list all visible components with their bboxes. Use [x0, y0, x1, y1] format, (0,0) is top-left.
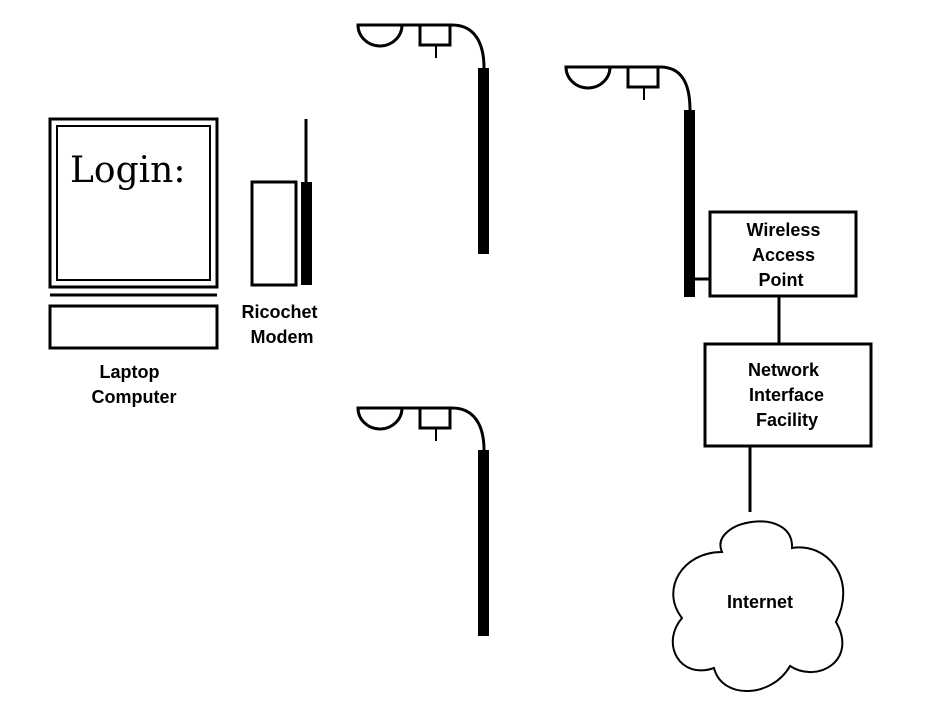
- pole-lamp: [564, 65, 612, 90]
- access-point-label-line-1: Wireless: [747, 220, 821, 240]
- laptop-computer: Login:: [48, 117, 219, 350]
- pole-radio-right: [564, 65, 695, 297]
- access-point-box: [708, 210, 858, 298]
- modem-antenna-base: [301, 182, 312, 285]
- modem-body: [250, 180, 298, 287]
- nif-label-line-1: Network: [748, 360, 820, 380]
- internet-label: Internet: [727, 592, 793, 612]
- laptop-label-line-1: Laptop: [99, 362, 159, 382]
- laptop-label: Laptop Computer: [92, 362, 177, 407]
- pole-radio-box: [626, 65, 660, 89]
- nif-label-line-2: Interface: [749, 385, 824, 405]
- network-interface-label: Network Interface Facility: [748, 360, 829, 430]
- pole-post: [478, 68, 489, 254]
- pole-post: [684, 110, 695, 297]
- pole-radio-box: [418, 23, 452, 47]
- pole-post: [478, 450, 489, 636]
- pole-curve: [451, 406, 486, 451]
- access-point-label-line-3: Point: [759, 270, 804, 290]
- ricochet-modem: [250, 119, 312, 287]
- laptop-screen-outer: [48, 117, 219, 289]
- access-point-label: Wireless Access Point: [747, 220, 826, 290]
- laptop-screen-inner: [56, 125, 211, 281]
- pole-curve: [451, 23, 486, 69]
- laptop-label-line-2: Computer: [92, 387, 177, 407]
- screen-login-prompt: Login:: [70, 150, 185, 191]
- internet-cloud: [671, 520, 845, 692]
- modem-label-line-1: Ricochet: [241, 302, 317, 322]
- pole-lamp: [356, 406, 404, 431]
- modem-label: Ricochet Modem: [241, 302, 322, 347]
- pole-radio-bottom: [356, 406, 489, 636]
- pole-radio-box: [418, 406, 452, 430]
- pole-lamp: [356, 23, 404, 48]
- access-point-label-line-2: Access: [752, 245, 815, 265]
- pole-radio-top: [356, 23, 489, 254]
- modem-label-line-2: Modem: [251, 327, 314, 347]
- pole-curve: [659, 65, 692, 111]
- nif-label-line-3: Facility: [756, 410, 818, 430]
- laptop-keyboard: [48, 304, 219, 350]
- network-interface-box: [703, 342, 873, 448]
